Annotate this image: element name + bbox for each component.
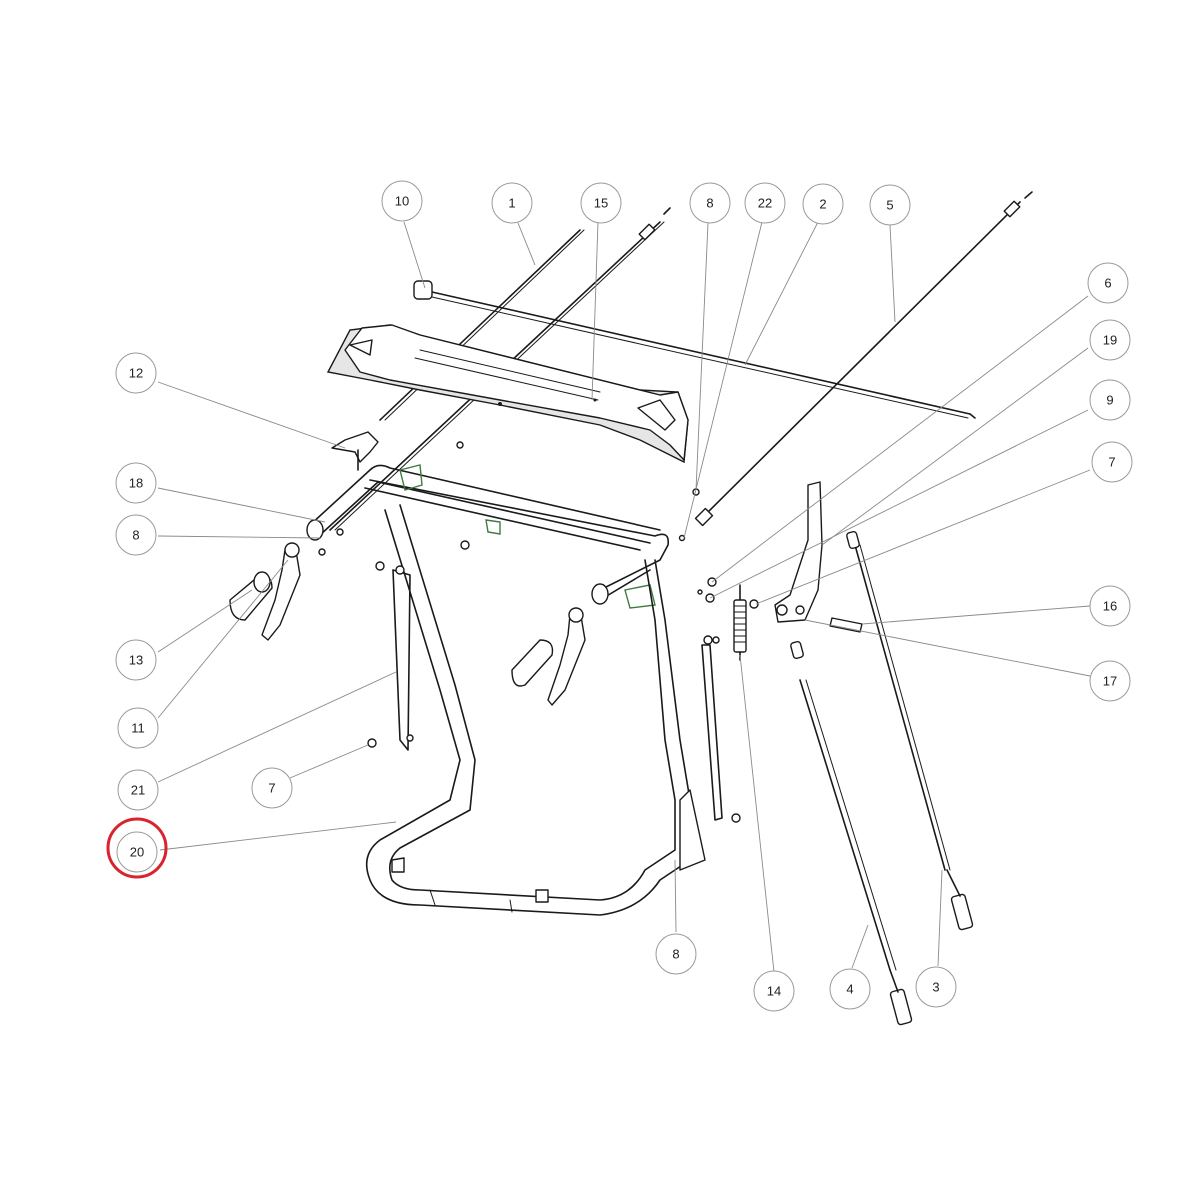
callout-17: 17 — [1089, 660, 1131, 702]
callout-3: 3 — [915, 966, 957, 1008]
callout-circle — [117, 769, 159, 811]
callout-6: 6 — [1087, 262, 1129, 304]
callout-circle — [1091, 441, 1133, 483]
callout-16: 16 — [1089, 585, 1131, 627]
callout-label: 5 — [886, 198, 893, 213]
lever-right — [547, 607, 586, 706]
grip-13 — [229, 571, 273, 621]
callout-label: 3 — [932, 980, 939, 995]
bracket-12 — [331, 431, 379, 471]
callout-label: 20 — [130, 845, 144, 860]
callout-label: 22 — [758, 196, 772, 211]
spring-14 — [733, 584, 747, 661]
small-hardware — [318, 488, 741, 823]
callout-circle — [655, 933, 697, 975]
callout-7: 7 — [1091, 441, 1133, 483]
cable-3 — [846, 530, 974, 931]
callout-circle — [116, 831, 158, 873]
callout-15: 15 — [580, 182, 622, 224]
callout-label: 1 — [508, 196, 515, 211]
callout-circle — [915, 966, 957, 1008]
callout-8: 8 — [689, 182, 731, 224]
callout-circle — [381, 180, 423, 222]
callout-label: 18 — [129, 476, 143, 491]
callout-11: 11 — [117, 707, 159, 749]
callout-circle — [869, 184, 911, 226]
callout-circle — [580, 182, 622, 224]
callout-13: 13 — [115, 639, 157, 681]
leader-lines — [157, 221, 1091, 973]
callout-circle — [251, 767, 293, 809]
callout-label: 10 — [395, 194, 409, 209]
callout-label: 16 — [1103, 599, 1117, 614]
parts-drawing — [229, 191, 1033, 1026]
main-frame-20 — [365, 504, 706, 916]
callout-circle — [115, 639, 157, 681]
cable-5 — [694, 191, 1033, 527]
callout-circle — [1089, 585, 1131, 627]
callout-circle — [491, 182, 533, 224]
callout-label: 7 — [268, 781, 275, 796]
bracket-plate — [749, 481, 863, 633]
top-cover-panel — [326, 324, 689, 464]
upper-handle — [306, 441, 670, 609]
callout-2: 2 — [802, 183, 844, 225]
callout-label: 17 — [1103, 674, 1117, 689]
callout-circle — [829, 968, 871, 1010]
callout-circle — [117, 707, 159, 749]
callout-9: 9 — [1089, 379, 1131, 421]
grip-right — [511, 639, 554, 687]
callout-label: 13 — [129, 653, 143, 668]
callout-circle — [802, 183, 844, 225]
callout-label: 12 — [129, 366, 143, 381]
callout-label: 2 — [819, 197, 826, 212]
lever-11 — [261, 542, 301, 641]
callout-20: 20 — [116, 831, 158, 873]
callout-circle — [744, 182, 786, 224]
callout-label: 19 — [1103, 333, 1117, 348]
strut-right — [701, 635, 723, 821]
callout-21: 21 — [117, 769, 159, 811]
callout-circle — [115, 352, 157, 394]
callout-label: 15 — [594, 196, 608, 211]
callout-label: 8 — [706, 196, 713, 211]
callout-7: 7 — [251, 767, 293, 809]
callout-label: 8 — [672, 947, 679, 962]
callout-19: 19 — [1089, 319, 1131, 361]
callout-label: 14 — [767, 984, 781, 999]
callout-circle — [1089, 660, 1131, 702]
cable-4 — [790, 640, 913, 1026]
callout-label: 21 — [131, 783, 145, 798]
callout-18: 18 — [115, 462, 157, 504]
callout-12: 12 — [115, 352, 157, 394]
callout-label: 9 — [1106, 393, 1113, 408]
callout-8: 8 — [115, 514, 157, 556]
callout-label: 11 — [131, 721, 145, 736]
callout-circle — [689, 182, 731, 224]
callout-22: 22 — [744, 182, 786, 224]
callout-circle — [753, 970, 795, 1012]
callout-label: 4 — [846, 982, 853, 997]
callout-circle — [115, 462, 157, 504]
callout-10: 10 — [381, 180, 423, 222]
callout-circle — [115, 514, 157, 556]
callout-5: 5 — [869, 184, 911, 226]
callout-label: 6 — [1104, 276, 1111, 291]
callout-14: 14 — [753, 970, 795, 1012]
callout-label: 7 — [1108, 455, 1115, 470]
highlight-ring — [106, 817, 168, 879]
callout-1: 1 — [491, 182, 533, 224]
callout-circle — [1089, 379, 1131, 421]
rod-10 — [413, 280, 976, 419]
callout-4: 4 — [829, 968, 871, 1010]
callout-label: 8 — [132, 528, 139, 543]
callout-circle — [1089, 319, 1131, 361]
callout-8: 8 — [655, 933, 697, 975]
strut-21 — [392, 565, 414, 751]
callout-circle — [1087, 262, 1129, 304]
